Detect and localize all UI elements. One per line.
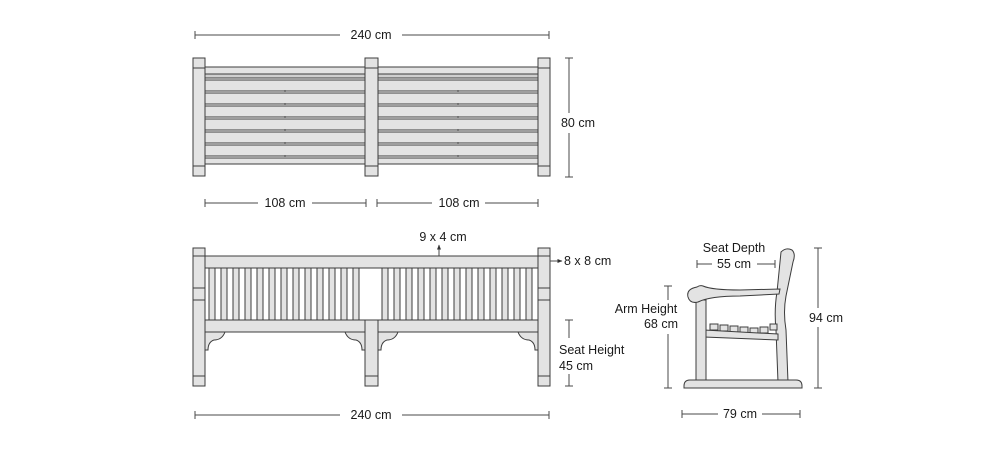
front-center-leg xyxy=(364,319,379,387)
front-right-leg xyxy=(537,247,551,387)
top-right-span-label: 108 cm xyxy=(439,196,480,210)
seat-height-label: Seat Height xyxy=(559,343,625,357)
side-height-label: 94 cm xyxy=(809,311,843,325)
top-left-span-label: 108 cm xyxy=(265,196,306,210)
front-back-top-rail xyxy=(204,255,539,269)
side-armrest xyxy=(687,285,781,303)
seat-depth-label: Seat Depth xyxy=(703,241,766,255)
leg-section-label: 8 x 8 cm xyxy=(564,254,611,268)
side-view: Seat Depth 55 cm Arm Height 68 cm xyxy=(615,241,843,421)
seat-height-value: 45 cm xyxy=(559,359,593,373)
top-right-span-dimension: 108 cm xyxy=(376,196,539,210)
top-right-end-frame xyxy=(537,57,551,177)
side-depth-dimension: 79 cm xyxy=(681,407,801,421)
side-backrest xyxy=(774,248,795,383)
top-depth-label: 80 cm xyxy=(561,116,595,130)
front-view: 9 x 4 cm xyxy=(192,230,625,422)
front-length-label: 240 cm xyxy=(351,408,392,422)
front-length-dimension: 240 cm xyxy=(194,408,550,422)
arm-height-value: 68 cm xyxy=(644,317,678,331)
back-rail-label: 9 x 4 cm xyxy=(419,230,466,244)
side-depth-label: 79 cm xyxy=(723,407,757,421)
seat-depth-value: 55 cm xyxy=(717,257,751,271)
top-length-label: 240 cm xyxy=(351,28,392,42)
side-base-rail xyxy=(683,379,803,389)
top-left-end-frame xyxy=(192,57,206,177)
side-front-leg xyxy=(695,299,707,383)
top-center-frame xyxy=(364,57,379,177)
front-left-leg xyxy=(192,247,206,387)
seat-height-dimension: Seat Height 45 cm xyxy=(559,319,625,387)
top-view: 240 cm xyxy=(192,28,595,210)
top-length-dimension: 240 cm xyxy=(194,28,550,42)
arm-height-label: Arm Height xyxy=(615,302,678,316)
top-left-span-dimension: 108 cm xyxy=(204,196,367,210)
side-height-dimension: 94 cm xyxy=(809,247,843,389)
top-depth-dimension: 80 cm xyxy=(561,57,595,178)
front-back-spindles xyxy=(208,267,533,321)
